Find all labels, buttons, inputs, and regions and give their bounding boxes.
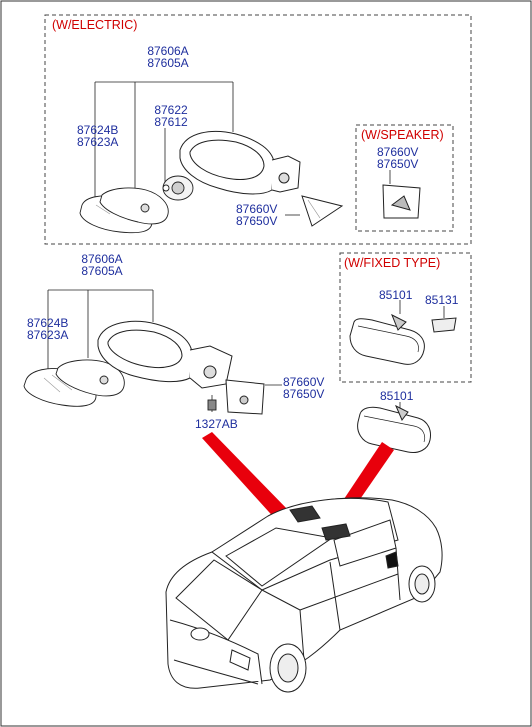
part-label-87606a: 87606A bbox=[147, 44, 189, 58]
manual-triangle-cover bbox=[225, 379, 265, 415]
electric-actuator bbox=[162, 175, 194, 201]
electric-section-box bbox=[44, 14, 472, 245]
part-label-87612: 87612 bbox=[154, 115, 188, 129]
section-fixed-type-title: (W/FIXED TYPE) bbox=[344, 256, 441, 270]
part-label-85101: 85101 bbox=[380, 389, 414, 403]
electric-triangle-cover bbox=[301, 195, 344, 227]
part-label-manual-87623a: 87623A bbox=[27, 328, 69, 342]
screw-part bbox=[207, 399, 217, 411]
fixed-inside-mirror bbox=[349, 300, 425, 365]
inside-mirror bbox=[357, 402, 431, 453]
section-electric-title: (W/ELECTRIC) bbox=[52, 18, 138, 32]
part-label-1327ab: 1327AB bbox=[195, 417, 238, 431]
speaker-triangle-cover bbox=[382, 170, 421, 219]
fixed-cover-part bbox=[431, 306, 457, 333]
part-label-speaker-87660v: 87660V bbox=[377, 145, 419, 159]
part-label-speaker-87650v: 87650V bbox=[377, 157, 419, 171]
manual-mirror-housing bbox=[97, 320, 233, 389]
part-label-87623a: 87623A bbox=[77, 135, 119, 149]
part-label-85131: 85131 bbox=[425, 293, 459, 307]
electric-leader-lines bbox=[94, 81, 300, 216]
speaker-section-box bbox=[355, 124, 454, 232]
part-label-manual-87650v: 87650V bbox=[283, 387, 325, 401]
fixed-type-section-box bbox=[339, 252, 472, 383]
part-label-87660v: 87660V bbox=[236, 202, 278, 216]
car-illustration bbox=[165, 497, 443, 693]
part-label-87605a: 87605A bbox=[147, 56, 189, 70]
manual-mirror-holder bbox=[55, 359, 125, 397]
part-label-87624b: 87624B bbox=[77, 123, 119, 137]
part-label-fixed-85101: 85101 bbox=[379, 288, 413, 302]
part-label-manual-87605a: 87605A bbox=[81, 264, 123, 278]
part-label-manual-87606a: 87606A bbox=[81, 252, 123, 266]
part-label-manual-87660v: 87660V bbox=[283, 375, 325, 389]
section-speaker-title: (W/SPEAKER) bbox=[361, 128, 444, 142]
part-label-87650v: 87650V bbox=[236, 214, 278, 228]
part-label-manual-87624b: 87624B bbox=[27, 316, 69, 330]
electric-mirror-housing bbox=[179, 130, 301, 195]
part-label-87622: 87622 bbox=[154, 103, 188, 117]
electric-mirror-holder bbox=[99, 187, 169, 225]
